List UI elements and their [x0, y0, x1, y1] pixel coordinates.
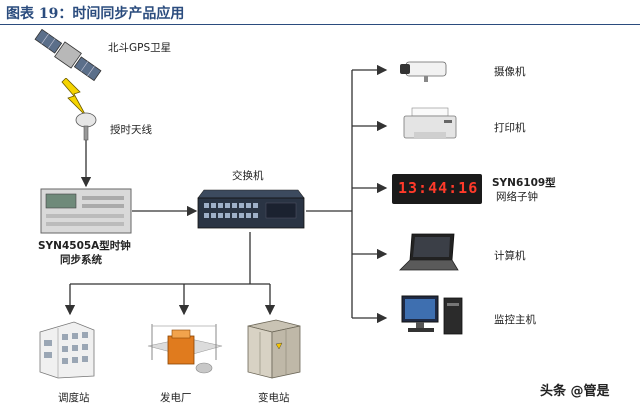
- network-clock-digits: 13:44:16: [398, 179, 479, 197]
- desktop-computer-icon: [401, 295, 463, 335]
- antenna-label: 授时天线: [110, 124, 152, 136]
- dispatch-station-label: 调度站: [58, 392, 90, 404]
- switch-label: 交换机: [232, 170, 264, 182]
- satellite-icon: [34, 28, 102, 82]
- network-clock-label-2: 网络子钟: [496, 191, 538, 203]
- camera-icon: [400, 61, 447, 82]
- monitor-host-label: 监控主机: [494, 314, 536, 326]
- clock-system-rack-icon: [40, 188, 132, 234]
- computer-label: 计算机: [494, 250, 526, 262]
- printer-icon: [403, 107, 457, 139]
- substation-box-icon: [247, 319, 301, 379]
- camera-label: 摄像机: [494, 66, 526, 78]
- building-icon: [39, 321, 95, 379]
- title-bar: 图表 19：时间同步产品应用: [0, 0, 640, 25]
- figure-title: 图表 19：时间同步产品应用: [6, 6, 185, 22]
- lightning-icon: [61, 78, 87, 117]
- printer-label: 打印机: [494, 122, 526, 134]
- antenna-icon: [75, 112, 97, 141]
- power-plant-label: 发电厂: [160, 392, 192, 404]
- laptop-icon: [399, 233, 459, 271]
- power-plant-icon: [147, 324, 223, 374]
- clock-system-label-1: SYN4505A型时钟: [38, 240, 131, 252]
- clock-system-label-2: 同步系统: [60, 254, 102, 266]
- watermark: 头条 @管是: [540, 384, 610, 399]
- switch-icon: [197, 189, 305, 229]
- satellite-label: 北斗GPS卫星: [108, 42, 172, 54]
- network-clock-label-1: SYN6109型: [492, 177, 556, 189]
- substation-label: 变电站: [258, 392, 290, 404]
- network-clock-display: 13:44:16: [392, 174, 482, 204]
